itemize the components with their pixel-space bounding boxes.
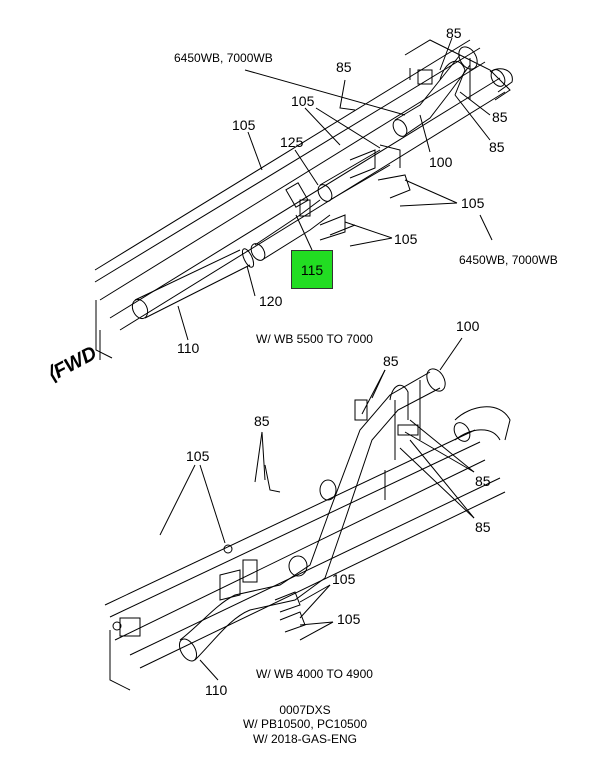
callout-125[interactable]: 125 [280, 134, 304, 150]
bottom-clamps-brackets [112, 544, 307, 636]
callout-105-bottom-b[interactable]: 105 [332, 571, 356, 587]
callout-105-bottom-a[interactable]: 105 [186, 448, 210, 464]
footer-line-1: 0007DXS [279, 703, 331, 717]
callout-100-bottom[interactable]: 100 [456, 318, 480, 334]
callout-120[interactable]: 120 [259, 293, 283, 309]
wb-note-left: 6450WB, 7000WB [174, 51, 273, 65]
callout-105-d[interactable]: 105 [394, 231, 418, 247]
top-frame-rails [95, 40, 510, 360]
top-leader-lines [178, 38, 492, 340]
caption-top-view: W/ WB 5500 TO 7000 [256, 332, 373, 346]
bottom-leader-lines [160, 338, 474, 680]
wb-note-right: 6450WB, 7000WB [459, 253, 558, 267]
callout-85-bottom-a[interactable]: 85 [383, 353, 399, 369]
callout-110-top[interactable]: 110 [177, 340, 200, 356]
bottom-frame-rails [105, 380, 505, 690]
callout-105-b[interactable]: 105 [232, 117, 256, 133]
footer-line-2: W/ PB10500, PC10500 [242, 717, 368, 732]
callout-115-highlight[interactable]: 115 [291, 250, 333, 289]
callout-85-right-a[interactable]: 85 [492, 109, 508, 125]
callout-100[interactable]: 100 [429, 154, 453, 170]
callout-105-c[interactable]: 105 [461, 195, 485, 211]
callout-105-bottom-c[interactable]: 105 [337, 611, 361, 627]
callout-85-bottom-c[interactable]: 85 [475, 473, 491, 489]
callout-85-left[interactable]: 85 [336, 59, 352, 75]
callout-85-right-b[interactable]: 85 [489, 139, 505, 155]
top-clamps-brackets [240, 61, 465, 268]
caption-bottom-view: W/ WB 4000 TO 4900 [256, 667, 373, 681]
callout-105-a[interactable]: 105 [291, 93, 315, 109]
footer-notes: 0007DXS W/ PB10500, PC10500 W/ 2018-GAS-… [0, 703, 610, 746]
callout-110-bottom[interactable]: 110 [205, 682, 228, 698]
callout-85-top[interactable]: 85 [446, 25, 462, 41]
callout-85-bottom-d[interactable]: 85 [475, 519, 491, 535]
callout-85-bottom-b[interactable]: 85 [254, 413, 270, 429]
footer-line-3: W/ 2018-GAS-ENG [252, 731, 358, 746]
bottom-exhaust-pipe [176, 366, 510, 664]
